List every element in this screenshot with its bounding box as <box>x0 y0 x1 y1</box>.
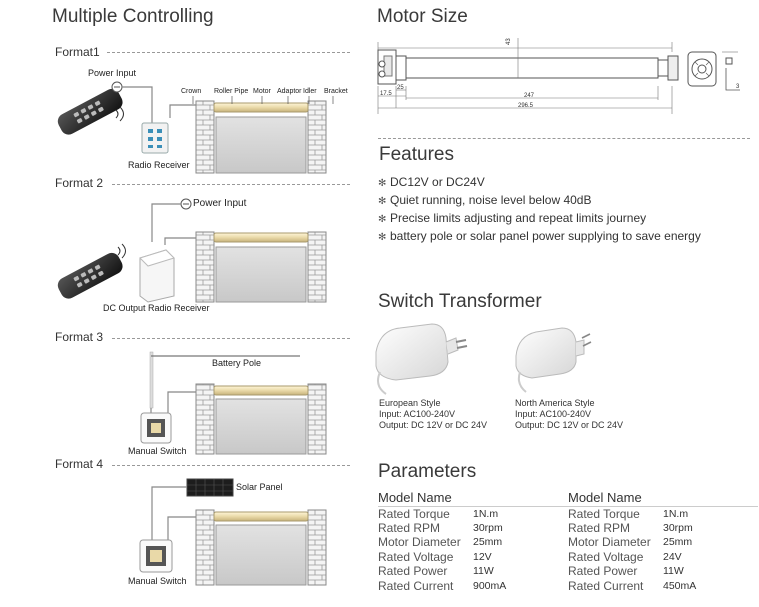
motor-size-drawing: 43 25 17.5 247 296.5 3 <box>377 38 740 114</box>
features-list: ✻DC12V or DC24V ✻Quiet running, noise le… <box>378 174 701 246</box>
format-4-divider <box>112 465 350 466</box>
format-2-receiver-label: DC Output Radio Receiver <box>103 303 210 313</box>
format-2-power-label: Power Input <box>193 198 247 209</box>
brick-pillar-icon <box>195 231 215 303</box>
us-adapter-style: North America Style <box>515 398 595 408</box>
format-4-label: Format 4 <box>55 457 104 471</box>
model-name-header: Model Name <box>568 489 758 507</box>
format-3-divider <box>112 338 350 339</box>
roller-shutter-icon <box>215 398 307 455</box>
eu-adapter-output: Output: DC 12V or DC 24V <box>379 420 488 430</box>
feature-item: ✻battery pole or solar panel power suppl… <box>378 228 701 246</box>
format-4-diagram <box>139 478 327 586</box>
us-power-adapter-icon <box>515 327 592 393</box>
component-label-motor: Motor <box>253 88 271 95</box>
model-name-header: Model Name <box>378 489 568 507</box>
format-3-source-label: Battery Pole <box>212 358 262 368</box>
motor-size-divider <box>378 138 750 139</box>
brick-pillar-icon <box>307 231 327 303</box>
brick-pillar-icon <box>195 383 215 455</box>
bullet-star-icon: ✻ <box>378 232 387 243</box>
feature-item: ✻Precise limits adjusting and repeat lim… <box>378 210 701 228</box>
dim-25: 25 <box>397 85 404 91</box>
table-header-row: Model Name <box>568 489 758 507</box>
bullet-star-icon: ✻ <box>378 178 387 189</box>
motor-size-title: Motor Size <box>377 6 468 27</box>
eu-adapter-input: Input: AC100-240V <box>379 409 456 419</box>
roller-shutter-icon <box>215 246 307 303</box>
radio-receiver-icon <box>139 249 175 303</box>
adapter-illustrations <box>375 323 592 395</box>
brick-pillar-icon <box>307 383 327 455</box>
component-label-crown: Crown <box>181 88 202 95</box>
features-title: Features <box>379 144 454 165</box>
switch-transformer-title: Switch Transformer <box>378 291 542 312</box>
multiple-controlling-title: Multiple Controlling <box>52 6 214 27</box>
brick-pillar-icon <box>307 100 327 174</box>
brick-pillar-icon <box>307 509 327 586</box>
feature-item: ✻Quiet running, noise level below 40dB <box>378 192 701 210</box>
eu-power-adapter-icon <box>375 323 468 395</box>
format-4-switch-label: Manual Switch <box>128 576 187 586</box>
component-label-bracket: Bracket <box>324 88 348 95</box>
format-1-power-label: Power Input <box>88 68 137 78</box>
bullet-star-icon: ✻ <box>378 196 387 207</box>
manual-switch-icon <box>139 539 173 573</box>
control-diagrams <box>57 81 334 586</box>
format-1-diagram <box>57 81 334 174</box>
format-3-label: Format 3 <box>55 330 104 344</box>
brick-pillar-icon <box>195 509 215 586</box>
us-adapter-specs: North America Style Input: AC100-240V Ou… <box>515 398 623 431</box>
component-label-idler: Idler <box>303 88 317 95</box>
format-2-diagram <box>57 198 327 303</box>
format-3-switch-label: Manual Switch <box>128 446 187 456</box>
format-1-receiver-label: Radio Receiver <box>128 160 190 170</box>
format-1-divider <box>107 52 350 53</box>
format-2-label: Format 2 <box>55 176 104 190</box>
remote-control-icon <box>57 88 123 135</box>
format-1-label: Format1 <box>55 45 100 59</box>
dim-296-5: 296.5 <box>518 103 534 109</box>
format-2-divider <box>112 184 350 185</box>
format-4-source-label: Solar Panel <box>236 482 283 492</box>
feature-item: ✻DC12V or DC24V <box>378 174 701 192</box>
us-adapter-input: Input: AC100-240V <box>515 409 592 419</box>
dim-43: 43 <box>506 38 512 45</box>
radio-receiver-icon <box>141 122 169 154</box>
solar-panel-icon <box>186 478 234 497</box>
manual-switch-icon <box>140 412 172 444</box>
dim-247: 247 <box>524 93 535 99</box>
eu-adapter-style: European Style <box>379 398 441 408</box>
roller-shutter-icon <box>215 116 307 174</box>
dim-17-5: 17.5 <box>380 91 392 97</box>
dim-3: 3 <box>736 84 740 90</box>
us-adapter-output: Output: DC 12V or DC 24V <box>515 420 624 430</box>
parameters-title: Parameters <box>378 461 477 482</box>
table-header-row: Model Name <box>378 489 568 507</box>
remote-control-icon <box>57 252 123 299</box>
format-3-diagram <box>140 351 327 455</box>
eu-adapter-specs: European Style Input: AC100-240V Output:… <box>379 398 487 431</box>
brick-pillar-icon <box>195 100 215 174</box>
component-label-adaptor: Adaptor <box>277 88 302 95</box>
roller-shutter-icon <box>215 524 307 586</box>
bullet-star-icon: ✻ <box>378 214 387 225</box>
component-label-roller-pipe: Roller Pipe <box>214 88 249 95</box>
